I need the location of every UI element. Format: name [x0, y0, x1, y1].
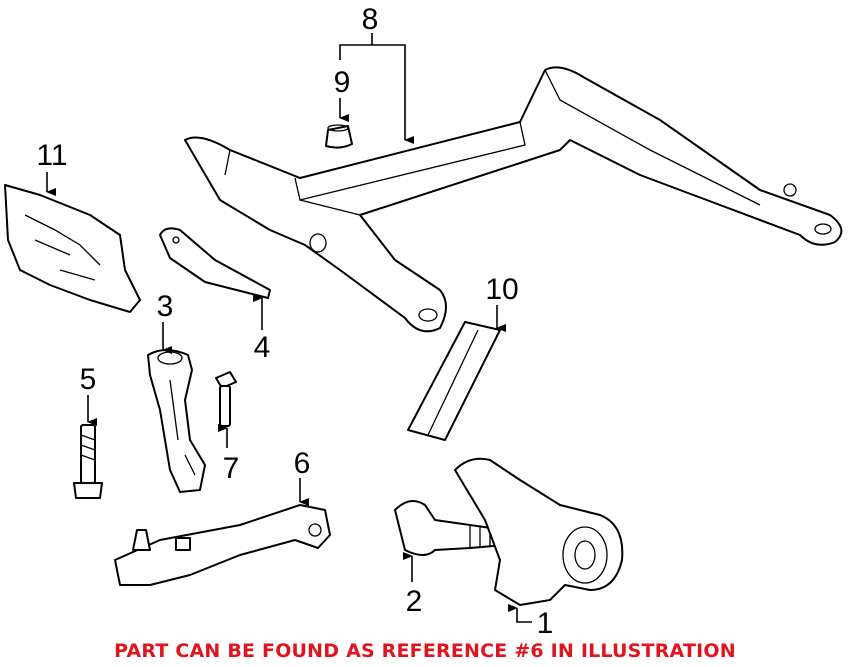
callout-10: 10	[485, 273, 518, 306]
callout-3: 3	[157, 290, 174, 323]
shield-part	[4, 184, 141, 313]
control-arm-part	[114, 504, 331, 586]
callout-1: 1	[537, 607, 554, 640]
callout-7: 7	[223, 452, 240, 485]
callout-9: 9	[334, 66, 351, 99]
leader-lines	[46, 33, 532, 623]
strut-part	[407, 321, 501, 441]
mount-part	[147, 349, 206, 493]
callout-4: 4	[254, 331, 271, 364]
callout-8: 8	[362, 3, 379, 36]
reference-note: PART CAN BE FOUND AS REFERENCE #6 IN ILL…	[114, 640, 736, 662]
brace-part	[159, 227, 271, 299]
knuckle-part	[454, 457, 624, 606]
bushing-part	[325, 124, 353, 149]
bolt-small-part	[215, 371, 237, 427]
callout-11: 11	[36, 139, 67, 172]
callout-2: 2	[406, 585, 423, 618]
bolt-long-part	[73, 424, 103, 499]
callout-5: 5	[80, 363, 97, 396]
crossmember-part	[184, 66, 843, 333]
callout-6: 6	[294, 447, 311, 480]
